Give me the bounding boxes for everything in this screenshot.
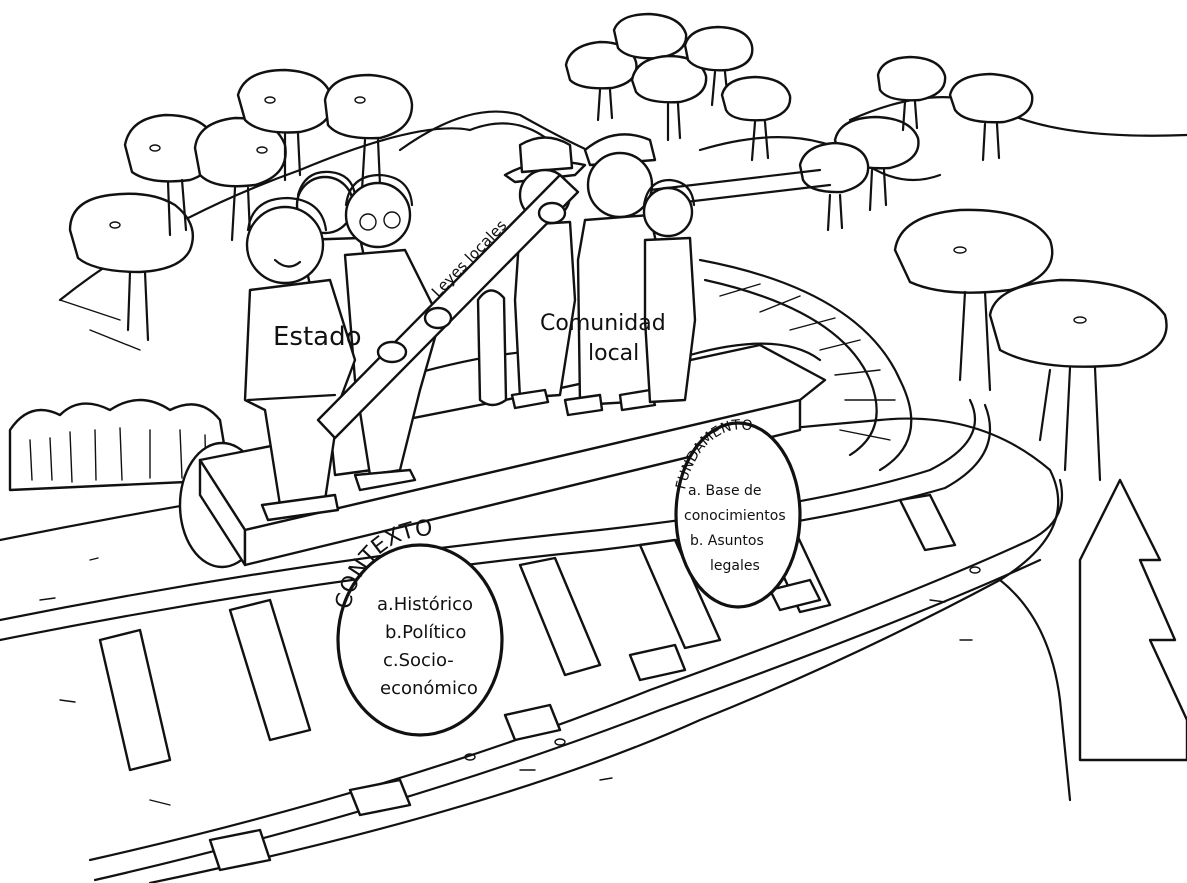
tree [632,56,706,140]
contexto-item-2: b.Político [385,622,466,643]
person [644,180,695,402]
tree [70,194,193,340]
comunidad-label-line1: Comunidad [540,311,666,336]
contexto-wheel: CONTEXTO a.Histórico b.Político c.Socio-… [331,516,502,735]
tree [722,77,790,160]
contexto-item-1: a.Histórico [377,594,473,615]
fundamento-item-3: b. Asuntos [690,533,764,549]
contexto-item-4: económico [380,678,478,699]
comunidad-label-line2: local [588,341,639,366]
fundamento-item-1: a. Base de [688,483,762,499]
tree [950,74,1032,160]
tree [990,280,1167,480]
tree [1080,480,1187,760]
fundamento-item-2: conocimientos [684,508,786,524]
person [505,138,585,409]
comunidad-group: Comunidad local [505,134,695,415]
contexto-item-3: c.Socio- [383,650,454,671]
fundamento-item-4: legales [710,558,760,574]
fundamento-wheel: FUNDAMENTO a. Base de conocimientos b. A… [673,417,800,607]
estado-label: Estado [273,322,362,352]
